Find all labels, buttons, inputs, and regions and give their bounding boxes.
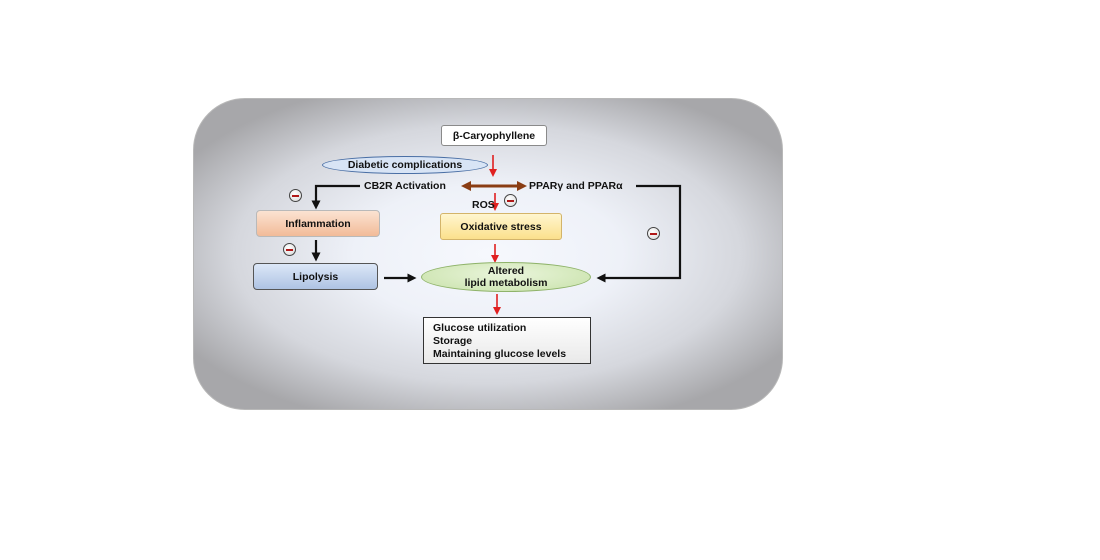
- outcome-item: Maintaining glucose levels: [433, 348, 567, 360]
- outcomes-box: Glucose utilization Storage Maintaining …: [423, 317, 591, 364]
- ros-label: ROS: [472, 199, 495, 211]
- oxidative-stress-label: Oxidative stress: [460, 220, 542, 233]
- inhibition-icon: [283, 243, 296, 256]
- beta-caryophyllene-box: β-Caryophyllene: [441, 125, 547, 146]
- arrow-cb2r-to-inflammation: [311, 184, 360, 210]
- arrow-ppar-to-lipid: [596, 184, 682, 283]
- altered-lipid-line1: Altered: [487, 265, 525, 277]
- inflammation-label: Inflammation: [285, 217, 351, 230]
- altered-lipid-line2: lipid metabolism: [464, 277, 548, 289]
- inhibition-icon: [504, 194, 517, 207]
- inhibition-icon: [289, 189, 302, 202]
- beta-caryophyllene-label: β-Caryophyllene: [452, 129, 536, 142]
- cb2r-activation-label: CB2R Activation: [364, 180, 446, 192]
- diabetic-complications-label: Diabetic complications: [347, 159, 463, 171]
- diabetic-complications-ellipse: Diabetic complications: [322, 156, 488, 174]
- ppar-label: PPARγ and PPARα: [529, 180, 623, 192]
- inflammation-box: Inflammation: [256, 210, 380, 237]
- outcome-item: Glucose utilization: [433, 322, 527, 334]
- inhibition-icon: [647, 227, 660, 240]
- altered-lipid-metabolism-ellipse: Altered lipid metabolism: [421, 262, 591, 292]
- lipolysis-box: Lipolysis: [253, 263, 378, 290]
- oxidative-stress-box: Oxidative stress: [440, 213, 562, 240]
- lipolysis-label: Lipolysis: [292, 270, 339, 283]
- outcome-item: Storage: [433, 335, 473, 347]
